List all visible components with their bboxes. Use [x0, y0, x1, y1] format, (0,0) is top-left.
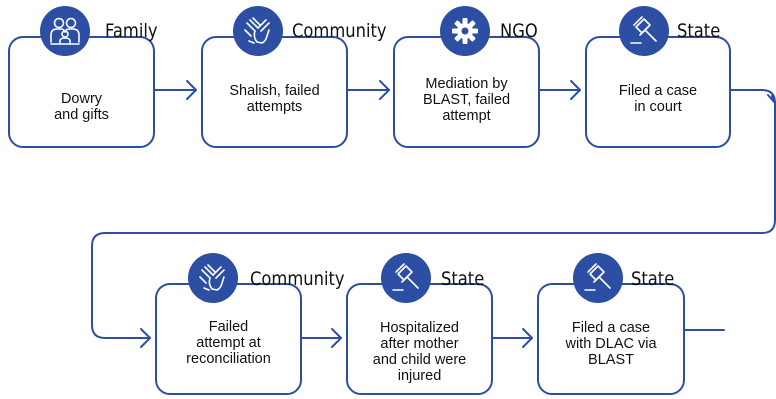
actor-label-ngo: NGO	[500, 20, 538, 42]
actor-label-community-1: Community	[292, 20, 387, 42]
connector-4-5-head-top	[767, 94, 776, 104]
gavel-icon	[619, 6, 669, 56]
gear-icon	[440, 6, 490, 56]
step-box-state-2: Hospitalized after mother and child were…	[346, 283, 493, 395]
connector-5-6-head	[331, 328, 342, 348]
step-box-community-1: Shalish, failed attempts	[201, 36, 348, 148]
step-box-state-1: Filed a case in court	[585, 36, 731, 148]
step-text: Filed a case with DLAC via BLAST	[565, 320, 657, 368]
actor-label-community-2: Community	[250, 268, 345, 290]
step-text: Filed a case in court	[618, 83, 698, 115]
step-text: Failed attempt at reconciliation	[186, 319, 271, 367]
step-text: Mediation by BLAST, failed attempt	[422, 76, 511, 124]
connector-4-5	[91, 89, 776, 339]
gavel-icon	[381, 253, 431, 303]
handshake-icon	[233, 6, 283, 56]
step-box-state-3: Filed a case with DLAC via BLAST	[537, 283, 685, 395]
actor-label-state-3: State	[631, 268, 675, 290]
family-icon	[40, 6, 90, 56]
step-text: Dowry and gifts	[54, 91, 109, 123]
actor-label-state-1: State	[677, 20, 721, 42]
step-text: Hospitalized after mother and child were…	[372, 320, 467, 384]
step-box-family: Dowry and gifts	[8, 36, 155, 148]
actor-label-family: Family	[105, 20, 158, 42]
connector-6-7-head	[522, 328, 533, 348]
step-text: Shalish, failed attempts	[229, 83, 320, 115]
actor-label-state-2: State	[441, 268, 485, 290]
handshake-icon	[188, 253, 238, 303]
step-box-ngo: Mediation by BLAST, failed attempt	[393, 36, 540, 148]
connector-1-2-head	[186, 80, 197, 100]
gavel-icon	[573, 253, 623, 303]
connector-2-3-head	[379, 80, 390, 100]
connector-3-4-head	[570, 80, 581, 100]
connector-4-5-head	[140, 328, 151, 348]
